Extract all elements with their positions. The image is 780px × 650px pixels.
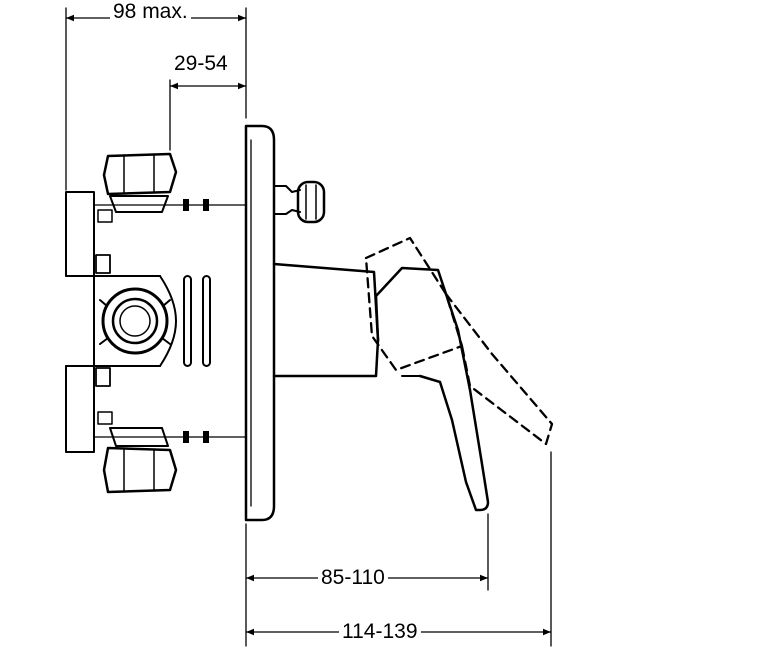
dimension-98-max	[66, 8, 246, 190]
valve-body	[66, 192, 210, 452]
dimension-29-54	[170, 80, 246, 150]
top-connector	[104, 154, 176, 212]
lever-handle	[376, 268, 488, 510]
pipe-axis	[94, 199, 246, 443]
dimension-label-114-139: 114-139	[339, 620, 421, 644]
dimension-label-85-110: 85-110	[318, 566, 388, 590]
diverter-knob	[274, 182, 324, 222]
lever-spindle	[274, 264, 420, 376]
lever-handle-open-dashed	[366, 238, 552, 444]
bottom-connector	[104, 428, 176, 492]
dimension-label-98-max: 98 max.	[110, 0, 191, 24]
dimension-label-29-54: 29-54	[171, 52, 231, 76]
outlet-ring	[100, 289, 170, 353]
cover-plate	[246, 126, 274, 520]
dimension-114-139	[246, 452, 551, 646]
